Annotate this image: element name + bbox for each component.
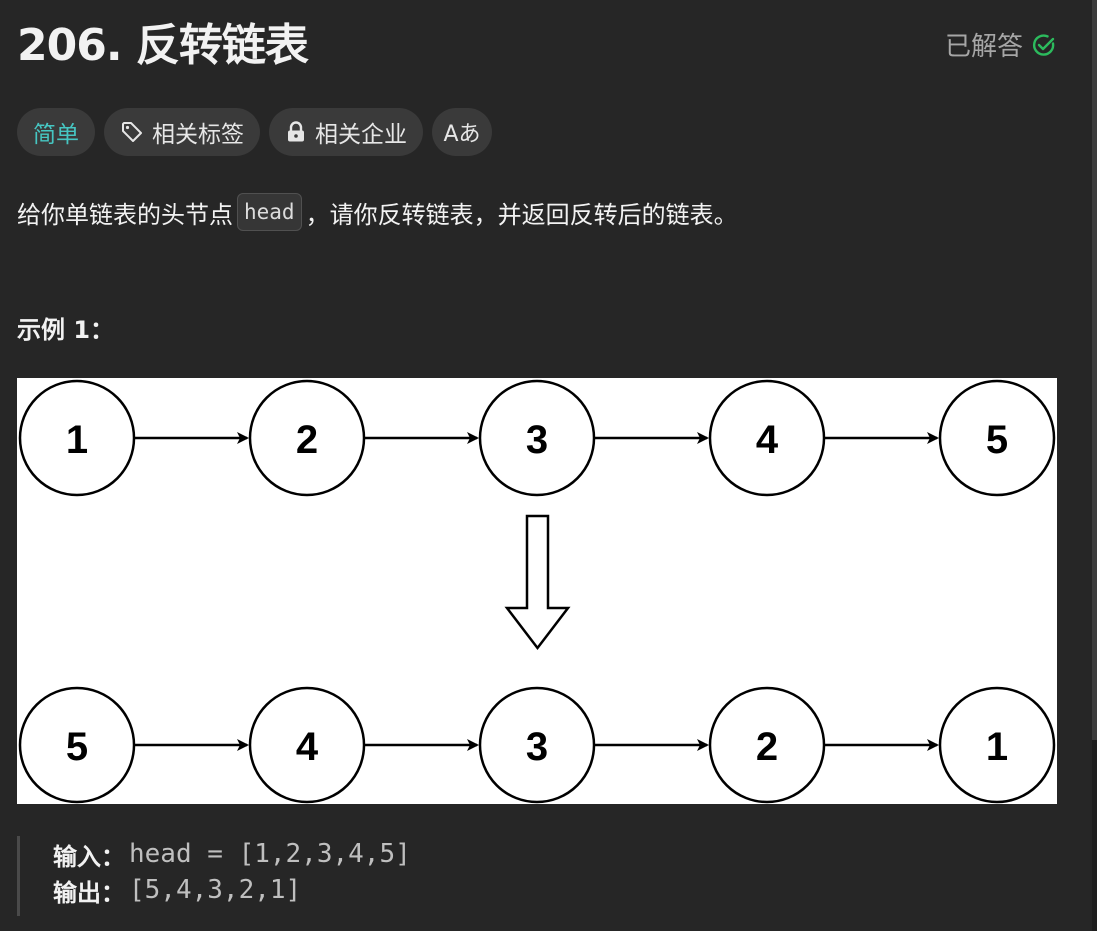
bottom-node-4: 2	[708, 686, 826, 804]
down-arrow	[504, 514, 571, 651]
related-topics-button[interactable]: 相关标签	[104, 108, 260, 156]
top-node-4: 4	[708, 379, 826, 497]
bottom-node-1-label: 5	[66, 725, 88, 769]
bottom-node-5: 1	[938, 686, 1056, 804]
top-node-2: 2	[248, 379, 366, 497]
bottom-node-2: 4	[248, 686, 366, 804]
output-label: 输出：	[53, 878, 125, 907]
solved-label: 已解答	[944, 32, 1023, 62]
input-label: 输入：	[53, 842, 125, 871]
linked-list-diagram: 1 2 3 4 5	[18, 379, 1056, 804]
difficulty-tag[interactable]: 简单	[17, 108, 95, 156]
top-node-1-label: 1	[66, 418, 88, 462]
title-row: 206. 反转链表 已解答	[17, 18, 1057, 78]
example-input-line: 输入： head = [1,2,3,4,5]	[53, 836, 411, 872]
translate-icon: Aあ	[443, 122, 481, 147]
output-value: [5,4,3,2,1]	[129, 875, 302, 905]
bottom-node-5-label: 1	[986, 725, 1008, 769]
top-node-5: 5	[938, 379, 1056, 497]
description-text-after: ，请你反转链表，并返回反转后的链表。	[305, 200, 738, 229]
lock-icon	[288, 121, 304, 142]
top-node-1: 1	[18, 379, 136, 497]
top-node-3-label: 3	[526, 418, 548, 462]
top-node-3: 3	[478, 379, 596, 497]
example-output-line: 输出： [5,4,3,2,1]	[53, 872, 411, 908]
translate-button[interactable]: Aあ	[432, 108, 492, 156]
tag-icon	[122, 122, 142, 142]
solved-status: 已解答	[945, 26, 1057, 63]
top-node-2-label: 2	[296, 418, 318, 462]
tag-row: 简单 相关标签 相关企业 Aあ	[17, 108, 492, 156]
bottom-node-4-label: 2	[756, 725, 778, 769]
related-topics-label: 相关标签	[152, 122, 244, 148]
bottom-node-2-label: 4	[296, 725, 319, 769]
top-node-5-label: 5	[986, 418, 1008, 462]
input-value: head = [1,2,3,4,5]	[129, 839, 411, 869]
top-node-4-label: 4	[756, 418, 779, 462]
example-io-block: 输入： head = [1,2,3,4,5] 输出： [5,4,3,2,1]	[17, 836, 411, 916]
example-figure: 1 2 3 4 5	[17, 378, 1057, 804]
problem-title: 206. 反转链表	[17, 20, 309, 71]
bottom-node-3: 3	[478, 686, 596, 804]
problem-description: 给你单链表的头节点 head ，请你反转链表，并返回反转后的链表。	[17, 190, 738, 234]
related-companies-label: 相关企业	[315, 122, 407, 148]
bottom-node-3-label: 3	[526, 725, 548, 769]
check-circle-icon	[1033, 33, 1055, 56]
scrollbar[interactable]	[1092, 0, 1097, 740]
difficulty-label: 简单	[33, 122, 79, 148]
example-title: 示例 1：	[17, 316, 115, 344]
related-companies-button[interactable]: 相关企业	[269, 108, 423, 156]
inline-code-head: head	[237, 193, 302, 231]
description-text-before: 给你单链表的头节点	[17, 200, 233, 229]
bottom-node-1: 5	[18, 686, 136, 804]
